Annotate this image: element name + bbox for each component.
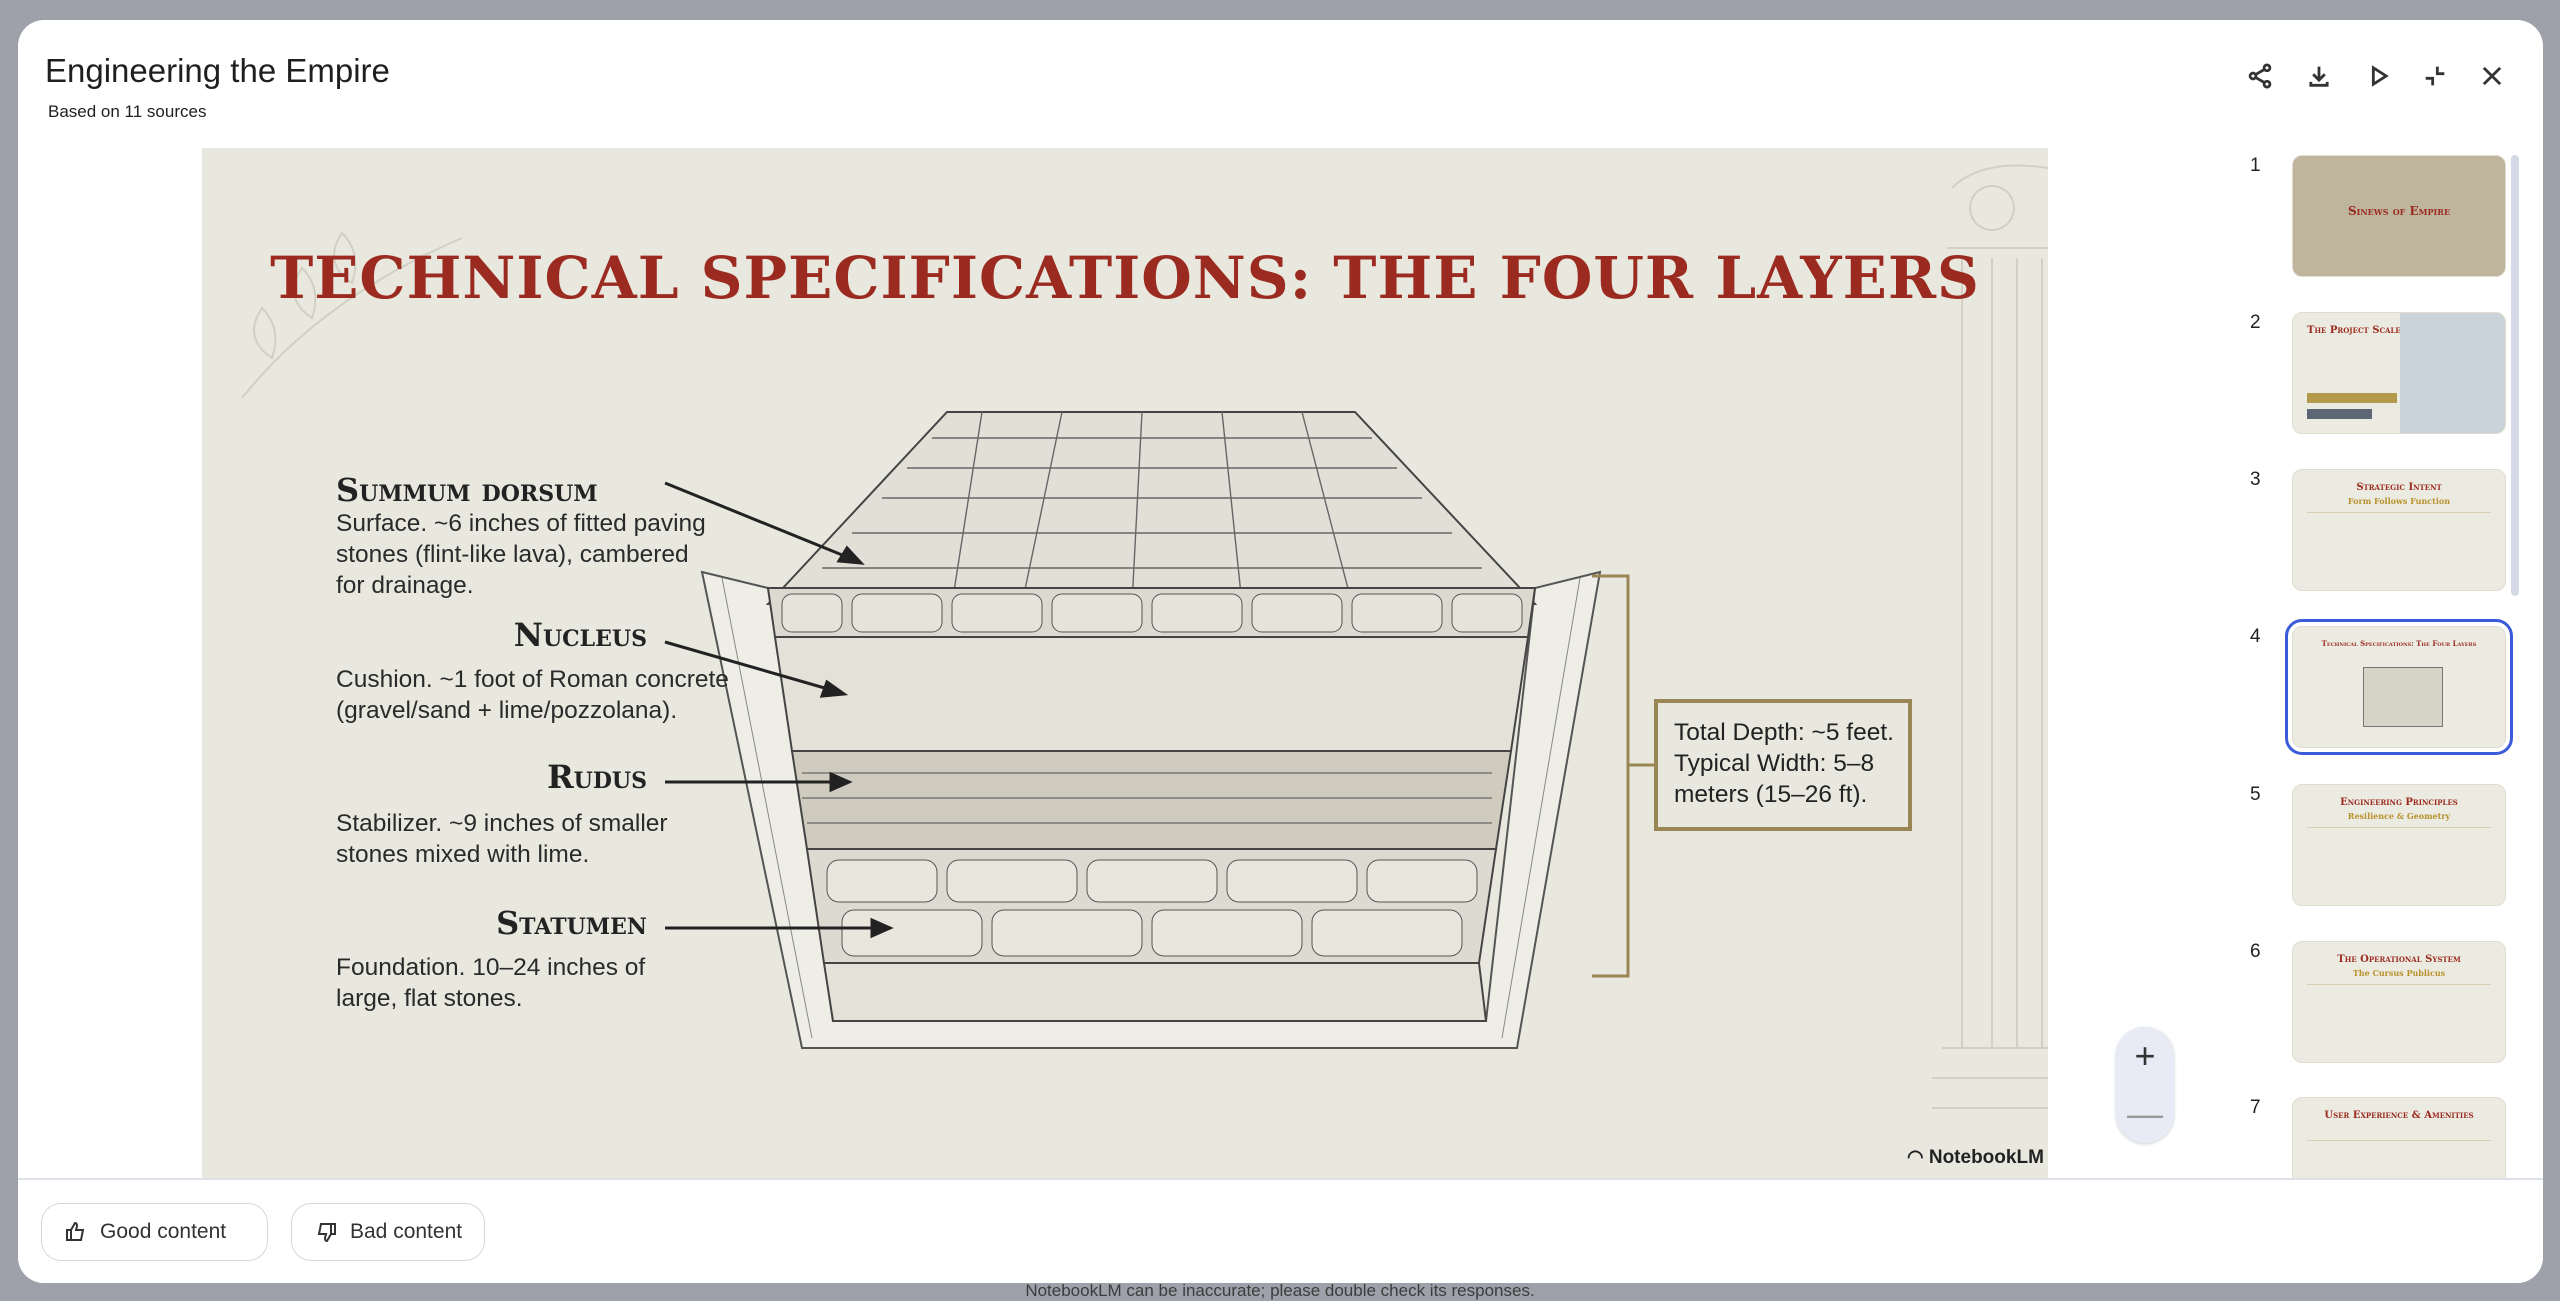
play-icon[interactable] — [2360, 58, 2396, 94]
slide-number: 4 — [2250, 626, 2261, 647]
zoom-controls: + — — [2116, 1027, 2174, 1143]
slide-number: 1 — [2250, 155, 2261, 176]
thumbnail-item[interactable]: 1 Sinews of Empire — [2228, 155, 2528, 285]
slide-number: 5 — [2250, 784, 2261, 805]
slide-viewer-dialog: Engineering the Empire Based on 11 sourc… — [18, 20, 2543, 1283]
slide-thumbnail-list[interactable]: 1 Sinews of Empire 2 The Project Scale 3 St… — [2228, 148, 2528, 1178]
slide-thumbnail[interactable]: Sinews of Empire — [2292, 155, 2506, 277]
thumbnail-item[interactable]: 4 Technical Specifications: The Four Laye… — [2228, 619, 2528, 756]
depth-bracket — [1592, 574, 1654, 978]
layer-name-summum-dorsum: Summum dorsum — [336, 471, 598, 509]
zoom-out-button[interactable]: — — [2127, 1093, 2163, 1134]
share-icon[interactable] — [2242, 58, 2278, 94]
bad-content-button[interactable]: Bad content — [291, 1203, 486, 1261]
thumbnail-scrollbar[interactable] — [2511, 155, 2519, 596]
layer-name-rudus: Rudus — [547, 758, 647, 796]
road-cross-section-illustration — [241, 164, 2048, 1109]
collapse-icon[interactable] — [2417, 58, 2453, 94]
layer-name-statumen: Statumen — [496, 904, 647, 942]
slide-thumbnail[interactable]: User Experience & Amenities — [2292, 1097, 2506, 1178]
column-decoration — [1932, 164, 2048, 1109]
slide-number: 7 — [2250, 1097, 2261, 1118]
good-content-button[interactable]: Good content — [41, 1203, 268, 1261]
layer-desc-nucleus: Cushion. ~1 foot of Roman concrete(grave… — [336, 666, 729, 724]
laurel-decoration — [241, 231, 463, 399]
paving-pattern — [822, 411, 1482, 605]
disclaimer-text: NotebookLM can be inaccurate; please dou… — [1025, 1281, 1535, 1300]
slide-number: 3 — [2250, 469, 2261, 490]
thumbs-up-icon — [66, 1221, 85, 1241]
thumbs-down-icon — [317, 1223, 336, 1243]
slide-thumbnail-selected[interactable]: Technical Specifications: The Four Layer… — [2285, 619, 2513, 755]
zoom-in-button[interactable]: + — [2134, 1035, 2156, 1076]
layer-arrows — [664, 481, 894, 939]
thumbnail-item[interactable]: 2 The Project Scale — [2228, 312, 2528, 442]
notebooklm-watermark: ◠ NotebookLM — [1907, 1147, 2044, 1168]
download-icon[interactable] — [2301, 58, 2337, 94]
slide-thumbnail[interactable]: The Project Scale — [2292, 312, 2506, 434]
close-icon[interactable] — [2474, 58, 2510, 94]
dialog-title: Engineering the Empire — [45, 52, 390, 89]
layer-name-nucleus: Nucleus — [513, 616, 647, 654]
slide-number: 6 — [2250, 941, 2261, 962]
slide-title: TECHNICAL SPECIFICATIONS: THE FOUR LAYER… — [270, 244, 1980, 312]
slide-canvas: TECHNICAL SPECIFICATIONS: THE FOUR LAYER… — [202, 148, 2048, 1178]
feedback-footer: Good content Bad content — [18, 1178, 2543, 1283]
thumbnail-item[interactable]: 7 User Experience & Amenities — [2228, 1097, 2528, 1178]
sources-count: Based on 11 sources — [48, 102, 207, 121]
slide-number: 2 — [2250, 312, 2261, 333]
